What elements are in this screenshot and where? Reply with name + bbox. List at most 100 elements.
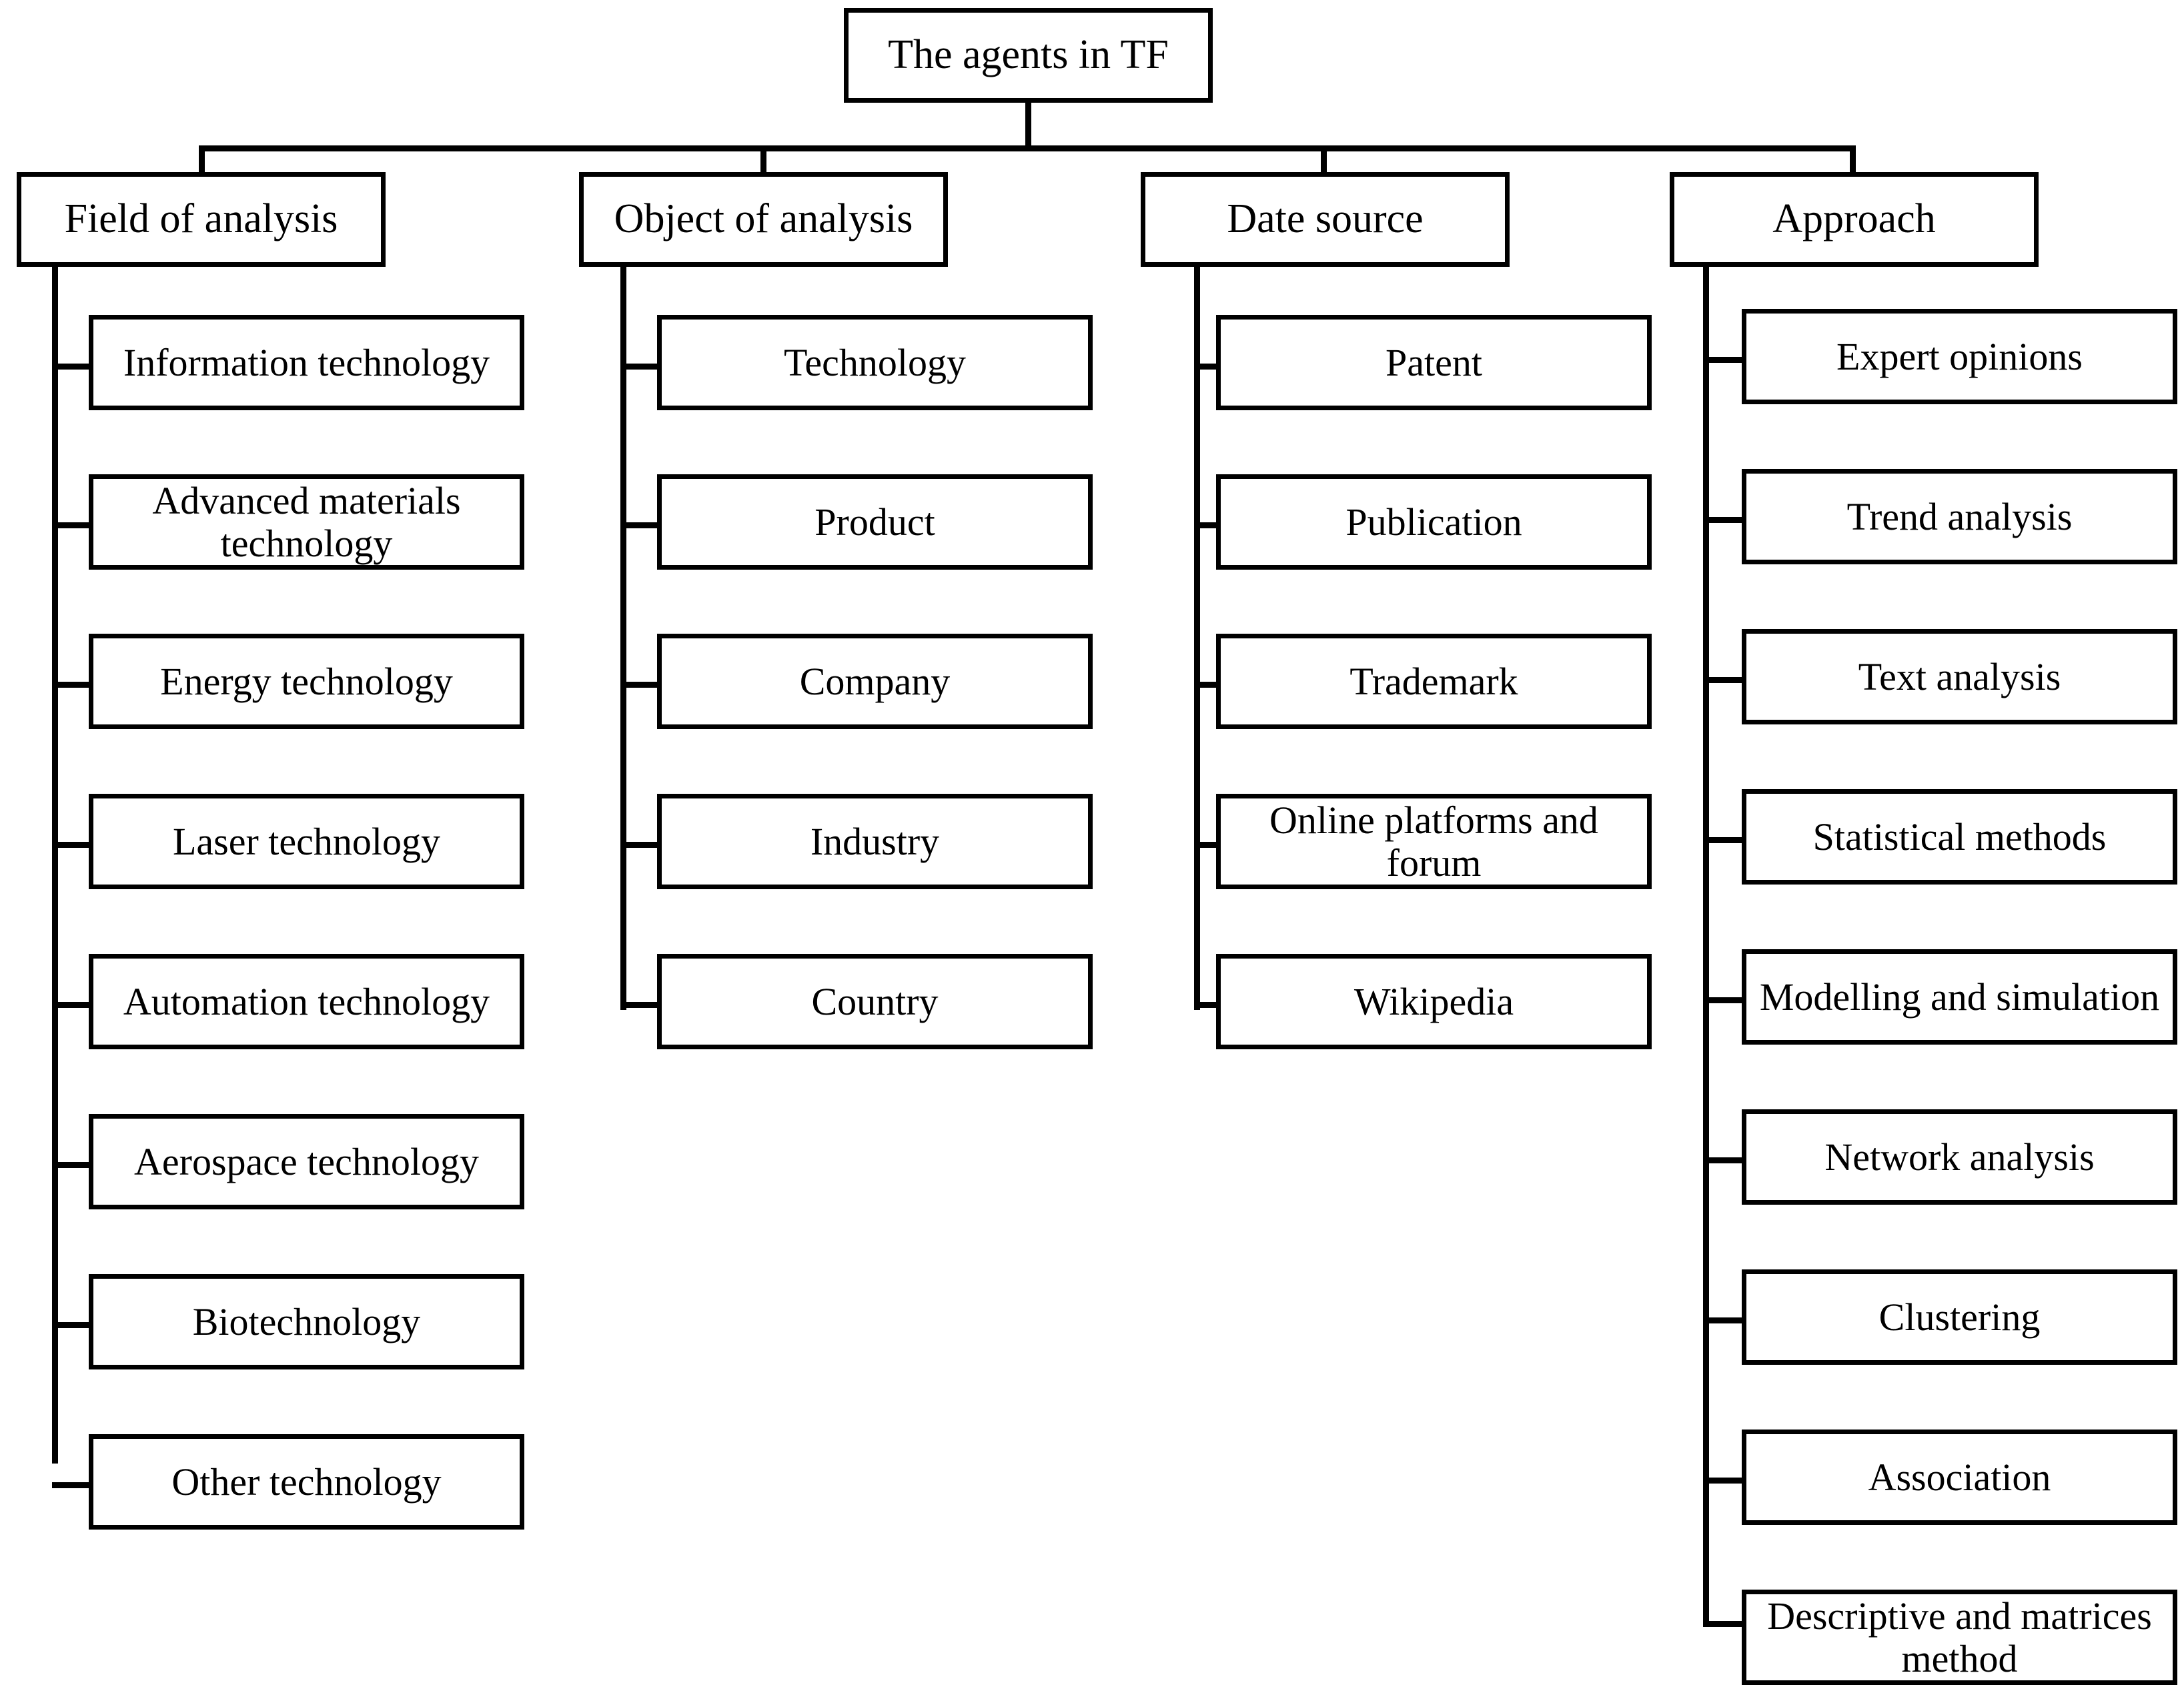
leaf-stub-line xyxy=(52,1322,93,1328)
leaf-label: Laser technology xyxy=(172,819,440,863)
category-label: Field of analysis xyxy=(64,196,338,242)
leaf-stub-line xyxy=(52,842,93,848)
column-trunk-line-4 xyxy=(1703,263,1709,1624)
leaf-label: Energy technology xyxy=(160,659,453,703)
leaf-node[interactable]: Product xyxy=(657,474,1093,570)
leaf-label: Online platforms and forum xyxy=(1269,798,1598,885)
leaf-node[interactable]: Automation technology xyxy=(89,954,524,1049)
branch-drop-line-1 xyxy=(199,145,205,177)
leaf-node[interactable]: Network analysis xyxy=(1742,1109,2177,1205)
leaf-label: Text analysis xyxy=(1858,654,2061,698)
leaf-label: Other technology xyxy=(171,1460,442,1504)
leaf-node[interactable]: Advanced materials technology xyxy=(89,474,524,570)
category-node-field-of-analysis[interactable]: Field of analysis xyxy=(17,172,386,267)
leaf-stub-line xyxy=(52,1482,93,1488)
leaf-label: Association xyxy=(1868,1455,2051,1499)
leaf-label: Aerospace technology xyxy=(134,1139,479,1183)
leaf-stub-line xyxy=(1703,517,1744,523)
leaf-node[interactable]: Other technology xyxy=(89,1434,524,1530)
branch-drop-line-2 xyxy=(760,145,766,177)
leaf-label: Modelling and simulation xyxy=(1759,975,2160,1019)
leaf-stub-line xyxy=(52,1002,93,1008)
leaf-node[interactable]: Patent xyxy=(1216,315,1652,410)
leaf-node[interactable]: Company xyxy=(657,634,1093,729)
leaf-stub-line xyxy=(1703,357,1744,363)
category-node-date-source[interactable]: Date source xyxy=(1141,172,1510,267)
leaf-label: Automation technology xyxy=(123,979,490,1023)
leaf-node[interactable]: Trend analysis xyxy=(1742,469,2177,564)
leaf-stub-line xyxy=(620,682,662,688)
leaf-node[interactable]: Information technology xyxy=(89,315,524,410)
leaf-node[interactable]: Wikipedia xyxy=(1216,954,1652,1049)
branch-drop-line-3 xyxy=(1321,145,1327,177)
column-trunk-line-1 xyxy=(52,263,58,1464)
leaf-label: Information technology xyxy=(123,340,490,384)
leaf-label: Trend analysis xyxy=(1846,494,2073,538)
root-node-label: The agents in TF xyxy=(888,32,1169,78)
leaf-label: Descriptive and matrices method xyxy=(1767,1594,2152,1680)
leaf-node[interactable]: Country xyxy=(657,954,1093,1049)
leaf-node[interactable]: Publication xyxy=(1216,474,1652,570)
leaf-label: Company xyxy=(799,659,951,703)
leaf-stub-line xyxy=(52,364,93,370)
leaf-node[interactable]: Association xyxy=(1742,1430,2177,1525)
leaf-node[interactable]: Trademark xyxy=(1216,634,1652,729)
leaf-label: Statistical methods xyxy=(1812,814,2107,859)
column-trunk-line-3 xyxy=(1194,263,1200,1010)
leaf-node[interactable]: Energy technology xyxy=(89,634,524,729)
branch-drop-line-4 xyxy=(1850,145,1856,177)
leaf-stub-line xyxy=(1703,1478,1744,1484)
column-trunk-line-2 xyxy=(620,263,626,1010)
leaf-label: Publication xyxy=(1345,500,1522,544)
leaf-label: Product xyxy=(814,500,935,544)
leaf-node[interactable]: Modelling and simulation xyxy=(1742,949,2177,1045)
leaf-stub-line xyxy=(1703,1157,1744,1163)
root-stem-line xyxy=(1025,100,1031,151)
leaf-node[interactable]: Online platforms and forum xyxy=(1216,794,1652,889)
category-label: Approach xyxy=(1772,196,1936,242)
leaf-stub-line xyxy=(1703,837,1744,843)
category-node-object-of-analysis[interactable]: Object of analysis xyxy=(579,172,948,267)
leaf-node[interactable]: Industry xyxy=(657,794,1093,889)
leaf-node[interactable]: Statistical methods xyxy=(1742,789,2177,885)
root-node[interactable]: The agents in TF xyxy=(844,8,1213,103)
leaf-label: Trademark xyxy=(1349,659,1518,703)
leaf-stub-line xyxy=(52,522,93,528)
leaf-label: Clustering xyxy=(1878,1295,2041,1339)
leaf-node[interactable]: Laser technology xyxy=(89,794,524,889)
leaf-stub-line xyxy=(620,364,662,370)
leaf-label: Country xyxy=(811,979,939,1023)
leaf-stub-line xyxy=(1703,1317,1744,1323)
leaf-stub-line xyxy=(1194,522,1235,528)
leaf-label: Technology xyxy=(784,340,966,384)
leaf-node[interactable]: Clustering xyxy=(1742,1269,2177,1365)
leaf-label: Network analysis xyxy=(1824,1135,2095,1179)
category-node-approach[interactable]: Approach xyxy=(1670,172,2039,267)
leaf-node[interactable]: Biotechnology xyxy=(89,1274,524,1369)
leaf-stub-line xyxy=(1194,364,1235,370)
leaf-node[interactable]: Descriptive and matrices method xyxy=(1742,1590,2177,1685)
leaf-label: Wikipedia xyxy=(1353,979,1514,1023)
leaf-stub-line xyxy=(620,522,662,528)
leaf-label: Advanced materials technology xyxy=(152,478,461,565)
leaf-node[interactable]: Technology xyxy=(657,315,1093,410)
leaf-stub-line xyxy=(1703,997,1744,1003)
leaf-stub-line xyxy=(52,1162,93,1168)
leaf-label: Biotechnology xyxy=(192,1299,421,1343)
leaf-stub-line xyxy=(1194,682,1235,688)
leaf-label: Industry xyxy=(810,819,940,863)
leaf-node[interactable]: Expert opinions xyxy=(1742,309,2177,404)
leaf-label: Expert opinions xyxy=(1836,334,2083,378)
leaf-stub-line xyxy=(620,1002,662,1008)
leaf-stub-line xyxy=(1703,677,1744,683)
leaf-stub-line xyxy=(620,842,662,848)
leaf-stub-line xyxy=(52,682,93,688)
branch-bus-line xyxy=(199,145,1856,151)
leaf-label: Patent xyxy=(1386,340,1482,384)
leaf-stub-line xyxy=(1703,1621,1744,1627)
leaf-node[interactable]: Text analysis xyxy=(1742,629,2177,724)
category-label: Object of analysis xyxy=(614,196,913,242)
leaf-node[interactable]: Aerospace technology xyxy=(89,1114,524,1209)
category-label: Date source xyxy=(1227,196,1424,242)
